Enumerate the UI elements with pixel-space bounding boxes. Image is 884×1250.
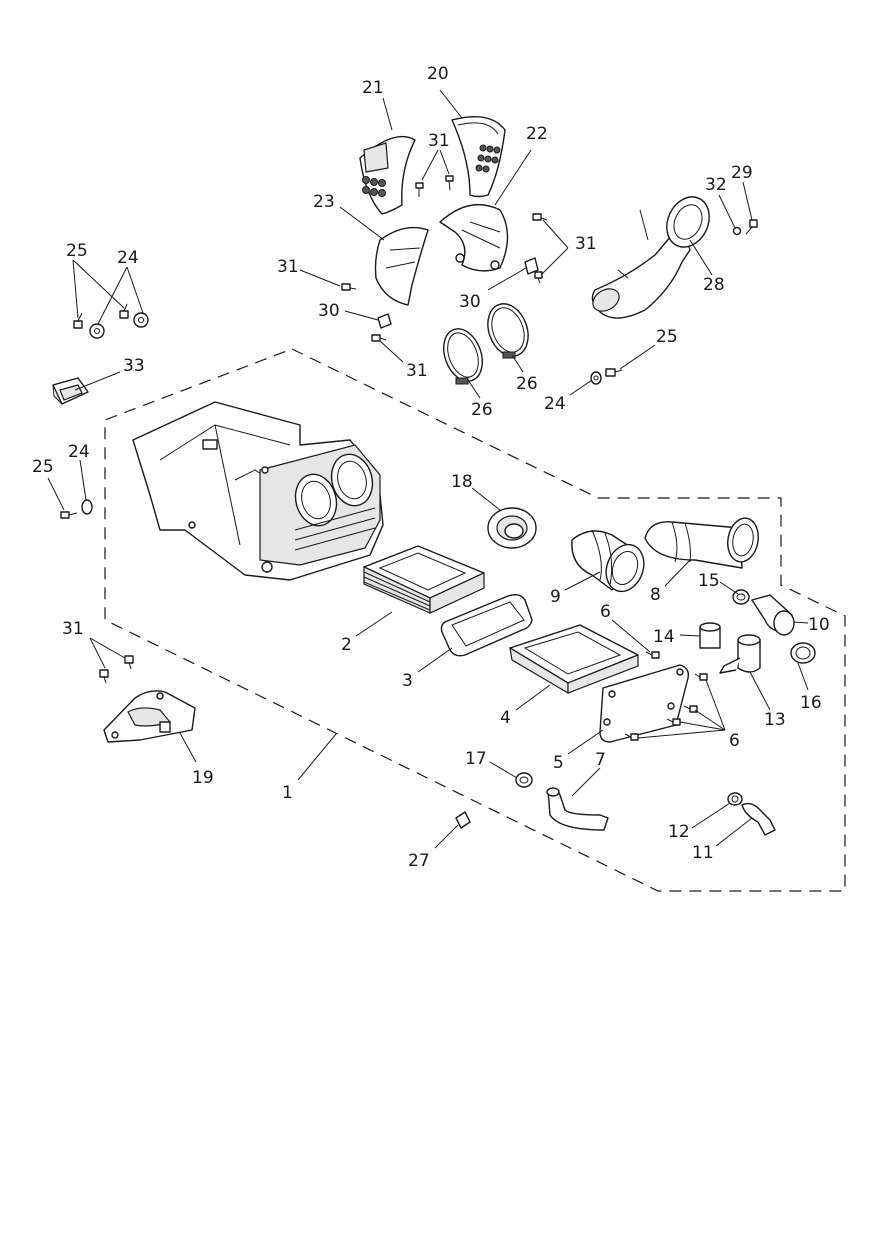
callout-12: 12 xyxy=(668,822,690,842)
callout-14: 14 xyxy=(653,627,675,647)
callout-17: 17 xyxy=(465,749,487,769)
callout-13: 13 xyxy=(764,710,786,730)
assembly-boundary xyxy=(104,348,846,892)
airbox-housing xyxy=(132,401,384,581)
duct-9 xyxy=(571,529,645,593)
hose-11 xyxy=(741,802,776,836)
screw-31-e xyxy=(341,283,357,291)
callout-18: 18 xyxy=(451,472,473,492)
callout-25a: 25 xyxy=(66,241,88,261)
callout-15: 15 xyxy=(698,571,720,591)
air-filter-2 xyxy=(363,545,485,614)
callout-7: 7 xyxy=(595,750,606,770)
callout-3: 3 xyxy=(402,671,413,691)
cover-plate-5 xyxy=(599,664,690,743)
hose-clip-12 xyxy=(727,792,743,806)
callout-29: 29 xyxy=(731,163,753,183)
screw-6-e xyxy=(624,733,639,741)
screw-6-a xyxy=(645,651,660,659)
callout-24b: 24 xyxy=(68,442,90,462)
intake-duct-28 xyxy=(591,196,710,319)
cover-22 xyxy=(439,203,509,272)
bolt-29 xyxy=(745,219,758,235)
screw-6-b xyxy=(694,673,708,681)
callout-6b: 6 xyxy=(729,731,740,751)
callout-8: 8 xyxy=(650,585,661,605)
washer-32 xyxy=(732,226,742,236)
callout-20: 20 xyxy=(427,64,449,84)
callout-24c: 24 xyxy=(544,394,566,414)
callout-labels: 1 2 3 4 5 6 6 7 8 9 10 11 12 13 14 15 16… xyxy=(32,64,830,871)
washer-24-left-a xyxy=(89,323,105,339)
callout-30a: 30 xyxy=(318,301,340,321)
callout-27: 27 xyxy=(408,851,430,871)
callout-1: 1 xyxy=(282,783,293,803)
callout-32: 32 xyxy=(705,175,727,195)
leader-lines xyxy=(47,89,809,849)
hose-7 xyxy=(546,787,609,831)
callout-31b: 31 xyxy=(575,234,597,254)
breather-elbow-10 xyxy=(751,594,795,636)
screw-31-c xyxy=(532,213,548,221)
callout-10: 10 xyxy=(808,615,830,635)
clip-30-b xyxy=(524,257,539,275)
hose-clip-17 xyxy=(515,772,533,788)
bolt-25-left-a xyxy=(73,312,83,329)
callout-31d: 31 xyxy=(406,361,428,381)
callout-25b: 25 xyxy=(32,457,54,477)
screw-31-h xyxy=(124,655,134,670)
screw-6-c xyxy=(683,705,698,713)
callout-19: 19 xyxy=(192,768,214,788)
callout-23: 23 xyxy=(313,192,335,212)
cover-21 xyxy=(359,135,416,215)
plug-27 xyxy=(455,811,471,829)
cover-23 xyxy=(374,226,429,306)
screw-31-f xyxy=(371,334,387,342)
hose-clip-16 xyxy=(790,642,816,664)
screw-31-d xyxy=(534,271,543,284)
washer-24-mid xyxy=(590,371,602,385)
screw-31-g xyxy=(99,669,109,684)
callout-28: 28 xyxy=(703,275,725,295)
clip-30-a xyxy=(377,313,392,329)
grommet-18 xyxy=(487,507,537,549)
callout-30b: 30 xyxy=(459,292,481,312)
cover-20 xyxy=(451,116,506,198)
washer-24-left-b xyxy=(133,312,149,328)
callout-26a: 26 xyxy=(471,400,493,420)
duct-8 xyxy=(644,517,759,569)
hose-clamp-26-a xyxy=(443,328,483,385)
screw-31-a xyxy=(415,182,424,197)
gasket-3 xyxy=(440,593,533,657)
callout-9: 9 xyxy=(550,587,561,607)
bracket-33 xyxy=(52,377,89,405)
callout-11: 11 xyxy=(692,843,714,863)
separator-13 xyxy=(719,634,761,674)
bolt-25-left-b xyxy=(119,303,129,319)
callout-5: 5 xyxy=(553,753,564,773)
callout-2: 2 xyxy=(341,635,352,655)
bolt-25-mid xyxy=(605,368,623,377)
callout-21: 21 xyxy=(362,78,384,98)
callout-25c: 25 xyxy=(656,327,678,347)
callout-16: 16 xyxy=(800,693,822,713)
callout-4: 4 xyxy=(500,708,511,728)
bracket-19 xyxy=(103,690,196,743)
bolt-25-side xyxy=(60,511,78,519)
filter-frame-4 xyxy=(509,624,639,695)
callout-31c: 31 xyxy=(277,257,299,277)
screw-31-b xyxy=(445,175,454,191)
washer-24-side xyxy=(81,499,93,515)
callout-33: 33 xyxy=(123,356,145,376)
callout-31a: 31 xyxy=(428,131,450,151)
callout-22: 22 xyxy=(526,124,548,144)
hose-clamp-26-b xyxy=(487,303,529,359)
callout-6a: 6 xyxy=(600,602,611,622)
callout-24a: 24 xyxy=(117,248,139,268)
callout-31e: 31 xyxy=(62,619,84,639)
callout-26b: 26 xyxy=(516,374,538,394)
cap-14 xyxy=(699,622,721,649)
